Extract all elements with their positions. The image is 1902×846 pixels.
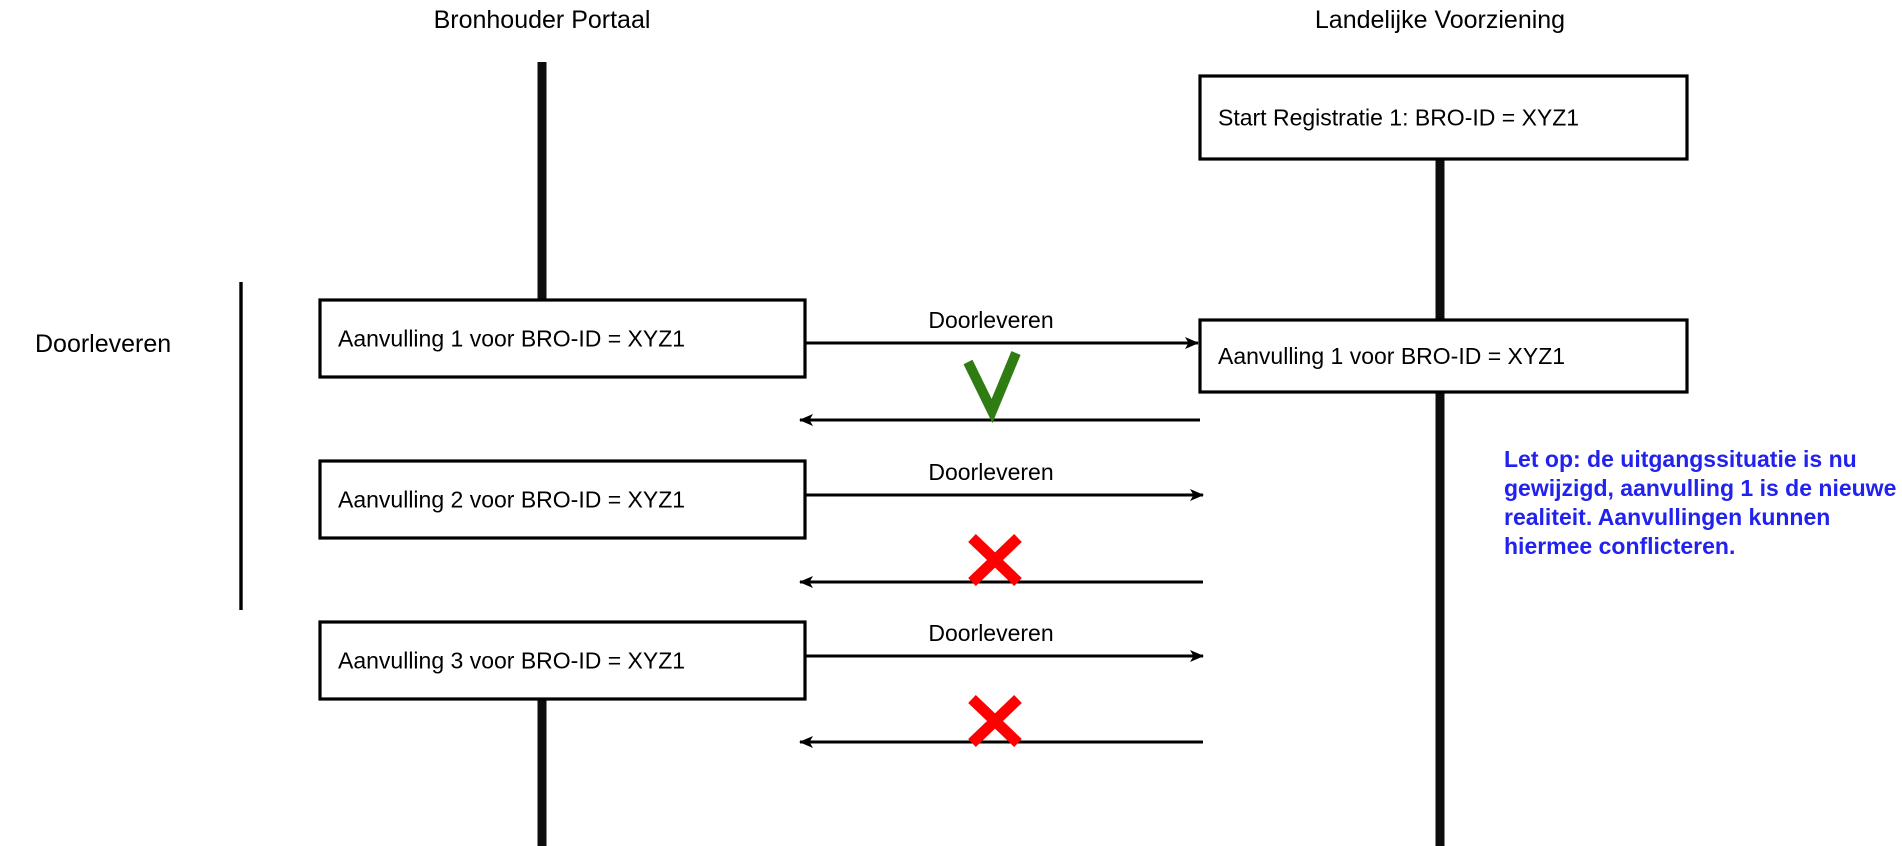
lane-title-bronhouder-portaal: Bronhouder Portaal	[434, 6, 651, 34]
box-aanvulling-3-left[interactable]: Aanvulling 3 voor BRO-ID = XYZ1	[318, 620, 807, 701]
mark-failure-2-cross-stroke-b	[968, 534, 1022, 586]
message-label-doorleveren-2-request: Doorleveren	[928, 459, 1053, 485]
box-outline-aanvulling-1-right	[1198, 318, 1689, 394]
box-outline-aanvulling-1-left	[318, 298, 807, 379]
conflict-note: Let op: de uitgangssituatie is nu gewijzi…	[1504, 446, 1896, 559]
box-aanvulling-2-left[interactable]: Aanvulling 2 voor BRO-ID = XYZ1	[318, 459, 807, 540]
note-line-3: realiteit. Aanvullingen kunnen	[1504, 504, 1830, 530]
box-label-start-registratie: Start Registratie 1: BRO-ID = XYZ1	[1218, 105, 1579, 131]
box-label-aanvulling-3-left: Aanvulling 3 voor BRO-ID = XYZ1	[338, 648, 685, 674]
boxes: Start Registratie 1: BRO-ID = XYZ1Aanvul…	[318, 74, 1689, 701]
mark-failure-3-cross-stroke-b	[968, 695, 1022, 747]
box-outline-aanvulling-2-left	[318, 459, 807, 540]
box-outline-start-registratie	[1198, 74, 1689, 161]
group-bracket: Doorleveren	[35, 282, 243, 610]
lane-title-landelijke-voorziening: Landelijke Voorziening	[1315, 6, 1565, 34]
mark-success-1-check-icon	[963, 351, 1021, 424]
group-bracket-label: Doorleveren	[35, 330, 171, 358]
box-aanvulling-1-left[interactable]: Aanvulling 1 voor BRO-ID = XYZ1	[318, 298, 807, 379]
box-label-aanvulling-2-left: Aanvulling 2 voor BRO-ID = XYZ1	[338, 487, 685, 513]
mark-failure-3-cross-icon	[968, 695, 1022, 747]
box-label-aanvulling-1-right: Aanvulling 1 voor BRO-ID = XYZ1	[1218, 343, 1565, 369]
lane-titles: Bronhouder Portaal Landelijke Voorzienin…	[434, 6, 1566, 34]
box-aanvulling-1-right[interactable]: Aanvulling 1 voor BRO-ID = XYZ1	[1198, 318, 1689, 394]
message-label-doorleveren-1-request: Doorleveren	[928, 307, 1053, 333]
note-line-4: hiermee conflicteren.	[1504, 533, 1735, 559]
note-line-2: gewijzigd, aanvulling 1 is de nieuwe	[1504, 475, 1896, 501]
mark-failure-2-cross-icon	[968, 534, 1022, 586]
note-line-1: Let op: de uitgangssituatie is nu	[1504, 446, 1857, 472]
box-start-registratie[interactable]: Start Registratie 1: BRO-ID = XYZ1	[1198, 74, 1689, 161]
status-marks	[963, 351, 1022, 747]
box-label-aanvulling-1-left: Aanvulling 1 voor BRO-ID = XYZ1	[338, 326, 685, 352]
box-outline-aanvulling-3-left	[318, 620, 807, 701]
lifelines	[537, 62, 1445, 846]
message-label-doorleveren-3-request: Doorleveren	[928, 620, 1053, 646]
